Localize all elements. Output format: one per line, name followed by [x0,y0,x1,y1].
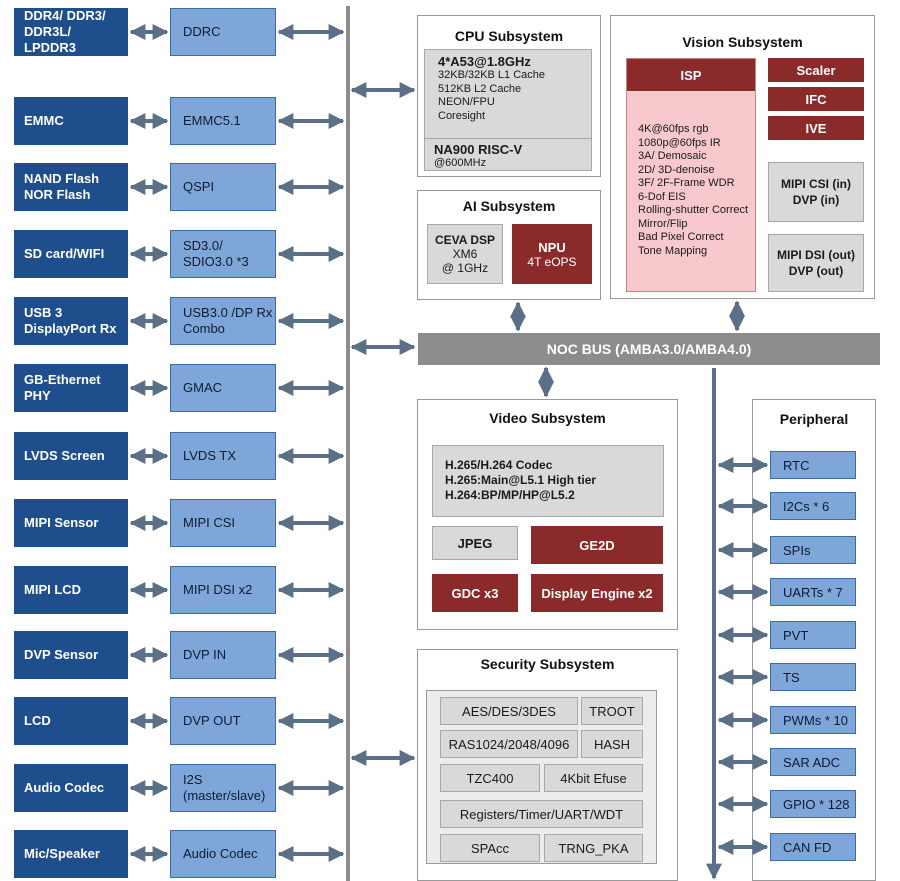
device-block: USB 3 DisplayPort Rx [14,297,128,345]
mipi-dsi-dvp-block: MIPI DSI (out) DVP (out) [768,234,864,292]
device-block: Audio Codec [14,764,128,812]
ai-subsystem-title: AI Subsystem [462,198,556,214]
interface-block: QSPI [170,163,276,211]
mipi-csi-dvp-block: MIPI CSI (in) DVP (in) [768,162,864,222]
device-block: MIPI LCD [14,566,128,614]
device-block: EMMC [14,97,128,145]
device-block: NAND Flash NOR Flash [14,163,128,211]
device-block: LCD [14,697,128,745]
ai-subsystem: AI Subsystem CEVA DSP XM6 @ 1GHz NPU 4T … [417,190,601,300]
left-spine-bus [346,6,350,881]
riscv-title: NA900 RISC-V [434,142,523,157]
interface-block: DDRC [170,8,276,56]
aes-block: AES/DES/3DES [440,697,578,725]
npu-block: NPU 4T eOPS [512,224,592,284]
peripheral-item: TS [770,663,856,691]
security-subsystem-title: Security Subsystem [480,656,615,672]
trng-block: TRNG_PKA [544,834,643,862]
device-block: Mic/Speaker [14,830,128,878]
device-block: LVDS Screen [14,432,128,480]
peripheral-item: UARTs * 7 [770,578,856,606]
peripheral-item: SPIs [770,536,856,564]
peripheral-item: PVT [770,621,856,649]
interface-block: Audio Codec [170,830,276,878]
isp-title: ISP [627,59,755,91]
peripheral-title: Peripheral [779,411,849,427]
npu-details: 4T eOPS [527,254,577,269]
interface-block: MIPI CSI [170,499,276,547]
troot-block: TROOT [581,697,643,725]
cpu-subsystem: CPU Subsystem 4*A53@1.8GHz 32KB/32KB L1 … [417,15,601,177]
peripheral-item: I2Cs * 6 [770,492,856,520]
display-engine-block: Display Engine x2 [531,574,663,612]
peripheral-item: PWMs * 10 [770,706,856,734]
efuse-block: 4Kbit Efuse [544,764,643,792]
video-codec-block: H.265/H.264 Codec H.265:Main@L5.1 High t… [432,445,664,517]
interface-block: EMMC5.1 [170,97,276,145]
peripheral-item: RTC [770,451,856,479]
interface-block: GMAC [170,364,276,412]
ifc-block: IFC [768,87,864,111]
hash-block: HASH [581,730,643,758]
npu-title: NPU [538,239,566,255]
interface-block: I2S (master/slave) [170,764,276,812]
tzc-block: TZC400 [440,764,540,792]
registers-block: Registers/Timer/UART/WDT [440,800,643,828]
ras-block: RAS1024/2048/4096 [440,730,578,758]
cpu-core-title: 4*A53@1.8GHz [438,54,531,69]
interface-block: MIPI DSI x2 [170,566,276,614]
peripheral-item: SAR ADC [770,748,856,776]
ge2d-block: GE2D [531,526,663,564]
gdc-block: GDC x3 [432,574,518,612]
ceva-dsp-details: XM6 @ 1GHz [441,247,489,275]
peripheral-item: GPIO * 128 [770,790,856,818]
ceva-dsp-block: CEVA DSP XM6 @ 1GHz [427,224,503,284]
vision-subsystem: Vision Subsystem ISP 4K@60fps rgb 1080p@… [610,15,875,299]
noc-bus-label: NOC BUS (AMBA3.0/AMBA4.0) [546,341,752,357]
cpu-subsystem-title: CPU Subsystem [454,28,564,44]
video-subsystem-title: Video Subsystem [489,410,606,426]
jpeg-block: JPEG [432,526,518,560]
isp-features: 4K@60fps rgb 1080p@60fps IR 3A/ Demosaic… [638,123,749,257]
device-block: GB-Ethernet PHY [14,364,128,412]
interface-block: USB3.0 /DP Rx Combo [170,297,276,345]
vision-subsystem-title: Vision Subsystem [682,34,803,50]
noc-bus: NOC BUS (AMBA3.0/AMBA4.0) [418,333,880,365]
ceva-dsp-title: CEVA DSP [434,233,495,247]
device-block: DDR4/ DDR3/ DDR3L/ LPDDR3 [14,8,128,56]
security-subsystem: Security Subsystem AES/DES/3DES TROOT RA… [417,649,678,881]
device-block: MIPI Sensor [14,499,128,547]
interface-block: LVDS TX [170,432,276,480]
isp-block: ISP 4K@60fps rgb 1080p@60fps IR 3A/ Demo… [626,58,756,292]
peripheral-item: CAN FD [770,833,856,861]
video-subsystem: Video Subsystem H.265/H.264 Codec H.265:… [417,399,678,630]
riscv-block: NA900 RISC-V @600MHz [424,138,592,171]
interface-block: SD3.0/ SDIO3.0 *3 [170,230,276,278]
riscv-freq: @600MHz [434,157,487,169]
interface-block: DVP OUT [170,697,276,745]
device-block: DVP Sensor [14,631,128,679]
cpu-core-details: 32KB/32KB L1 Cache 512KB L2 Cache NEON/F… [438,69,546,122]
ive-block: IVE [768,116,864,140]
spacc-block: SPAcc [440,834,540,862]
scaler-block: Scaler [768,58,864,82]
device-block: SD card/WIFI [14,230,128,278]
interface-block: DVP IN [170,631,276,679]
